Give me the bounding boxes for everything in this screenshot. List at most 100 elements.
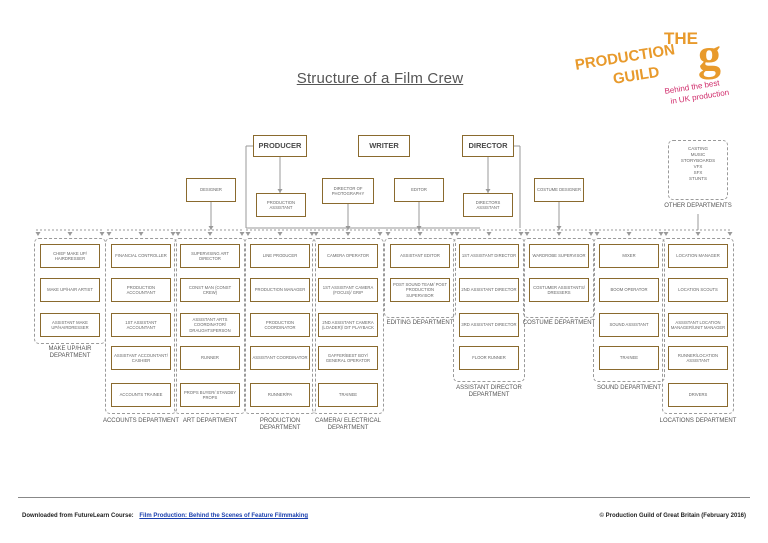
dept-group-editing-department xyxy=(384,238,456,318)
role-box: TRAINEE xyxy=(599,346,659,370)
role-box: 1ST ASSISTANT ACCOUNTANT xyxy=(111,313,171,337)
production-assistant-box: PRODUCTION ASSISTANT xyxy=(256,193,306,217)
dop-to-camera-arrow xyxy=(345,226,351,230)
role-box: 2ND ASSISTANT CAMERA (LOADER)/ DIT PLAYB… xyxy=(318,313,378,337)
course-link[interactable]: Film Production: Behind the Scenes of Fe… xyxy=(139,513,309,519)
page-title: Structure of a Film Crew xyxy=(296,70,464,87)
dept-arrow-left xyxy=(524,232,530,236)
designer-to-art-arrow xyxy=(208,226,214,230)
role-box: ASSISTANT MAKE UP/HAIRDRESSER xyxy=(40,313,100,337)
logo-word-the: THE xyxy=(664,29,698,48)
dept-group-assistant-director-department xyxy=(453,238,525,382)
role-box: ASSISTANT LOCATION MANAGER/UNIT MANAGER xyxy=(668,313,728,337)
costume-designer-to-costume-arrow xyxy=(556,226,562,230)
dept-label: SOUND DEPARTMENT xyxy=(596,385,662,391)
role-box: 1ST ASSISTANT DIRECTOR xyxy=(459,244,519,268)
dept-arrow-right xyxy=(170,232,176,236)
designer-box: DESIGNER xyxy=(186,178,236,202)
dept-label: ART DEPARTMENT xyxy=(182,418,238,424)
dept-label: PRODUCTION DEPARTMENT xyxy=(259,418,301,431)
role-box: 2ND ASSISTANT DIRECTOR xyxy=(459,278,519,302)
role-box: CONST MAN (CONST CREW) xyxy=(180,278,240,302)
role-box: GAFFER/BEST BOY/ GENERAL OPERATOR xyxy=(318,346,378,370)
role-box: WARDROBE SUPERVISOR xyxy=(529,244,589,268)
dept-label: CAMERA/ ELECTRICAL DEPARTMENT xyxy=(314,418,381,431)
role-box: LOCATION SCOUTS xyxy=(668,278,728,302)
dept-arrow-right xyxy=(588,232,594,236)
role-box: ACCOUNTS TRAINEE xyxy=(111,383,171,407)
dept-arrow-right xyxy=(518,232,524,236)
role-box: SUPERVISING ART DIRECTOR xyxy=(180,244,240,268)
footer-source-prefix: Downloaded from FutureLearn Course: xyxy=(22,513,134,519)
dept-arrow-center xyxy=(138,232,144,236)
directors-assistant-box: DIRECTORS ASSISTANT xyxy=(463,193,513,217)
footer-divider xyxy=(18,497,750,498)
role-box: RUNNER/PA xyxy=(250,383,310,407)
editor-box: EDITOR xyxy=(394,178,444,202)
dept-group-camera-electrical-department xyxy=(312,238,384,414)
dept-arrow-center xyxy=(626,232,632,236)
role-box: MIXER xyxy=(599,244,659,268)
dept-arrow-left xyxy=(175,232,181,236)
role-box: COSTUMER ASSISTANTS/ DRESSERS xyxy=(529,278,589,302)
logo-g-mark: g xyxy=(698,29,721,80)
footer-copyright: © Production Guild of Great Britain (Feb… xyxy=(599,513,746,519)
dept-label: EDITING DEPARTMENT xyxy=(386,320,454,326)
role-box: 3RD ASSISTANT DIRECTOR xyxy=(459,313,519,337)
role-box: RUNNER/LOCATION ASSISTANT xyxy=(668,346,728,370)
dept-arrow-left xyxy=(106,232,112,236)
dept-arrow-left xyxy=(663,232,669,236)
dept-arrow-left xyxy=(385,232,391,236)
role-box: TRAINEE xyxy=(318,383,378,407)
role-box: ASSISTANT ARTS COORDINATOR/ DRAUGHTSPERS… xyxy=(180,313,240,337)
dept-arrow-center xyxy=(486,232,492,236)
role-box: LOCATION MANAGER xyxy=(668,244,728,268)
role-box: ASSISTANT ACCOUNTANT/ CASHIER xyxy=(111,346,171,370)
writer-box: WRITER xyxy=(358,135,410,157)
footer-source: Downloaded from FutureLearn Course: Film… xyxy=(22,513,308,519)
dept-group-sound-department xyxy=(593,238,665,382)
other-departments-label: OTHER DEPARTMENTS xyxy=(664,203,732,209)
dept-arrow-center xyxy=(345,232,351,236)
other-departments-group xyxy=(668,140,728,200)
role-box: PRODUCTION COORDINATOR xyxy=(250,313,310,337)
dept-group-accounts-department xyxy=(105,238,177,414)
role-box: CAMERA OPERATOR xyxy=(318,244,378,268)
director-to-assistant-arrow xyxy=(485,189,491,193)
dept-label: ASSISTANT DIRECTOR DEPARTMENT xyxy=(456,385,522,398)
role-box: LINE PRODUCER xyxy=(250,244,310,268)
dept-arrow-right xyxy=(449,232,455,236)
role-box: FINANCIAL CONTROLLER xyxy=(111,244,171,268)
dept-group-locations-department xyxy=(662,238,734,414)
dept-arrow-right xyxy=(239,232,245,236)
dept-arrow-left xyxy=(245,232,251,236)
dept-arrow-right xyxy=(377,232,383,236)
role-box: POST SOUND TEAM/ POST PRODUCTION SUPERVI… xyxy=(390,278,450,302)
role-box: SOUND ASSISTANT xyxy=(599,313,659,337)
role-box: ASSISTANT COORDINATOR xyxy=(250,346,310,370)
role-box: 1ST ASSISTANT CAMERA (FOCUS)/ GRIP xyxy=(318,278,378,302)
dept-arrow-left xyxy=(594,232,600,236)
dept-group-production-department xyxy=(244,238,316,414)
dept-arrow-right xyxy=(309,232,315,236)
dept-arrow-right xyxy=(99,232,105,236)
costume-designer-box: COSTUME DESIGNER xyxy=(534,178,584,202)
dept-arrow-center xyxy=(207,232,213,236)
dept-arrow-center xyxy=(277,232,283,236)
producer-box: PRODUCER xyxy=(253,135,307,157)
dept-arrow-left xyxy=(35,232,41,236)
other-departments-list: CASTING MUSIC STORYBOARDS VFX SFX STUNTS xyxy=(680,146,716,182)
dept-group-costume-department xyxy=(523,238,595,318)
dept-group-art-department xyxy=(174,238,246,414)
production-guild-logo: THE PRODUCTION GUILD g Behind the best i… xyxy=(572,28,732,110)
dept-label: ACCOUNTS DEPARTMENT xyxy=(102,418,180,424)
dept-arrow-center xyxy=(556,232,562,236)
role-box: PROPS BUYER/ STANDBY PROPS xyxy=(180,383,240,407)
dept-label: LOCATIONS DEPARTMENT xyxy=(659,418,737,424)
dept-arrow-center xyxy=(417,232,423,236)
role-box: CHIEF MAKE UP/ HAIRDRESSER xyxy=(40,244,100,268)
role-box: PRODUCTION MANAGER xyxy=(250,278,310,302)
dept-arrow-right xyxy=(658,232,664,236)
director-of-photography-box: DIRECTOR OF PHOTOGRAPHY xyxy=(322,178,374,204)
